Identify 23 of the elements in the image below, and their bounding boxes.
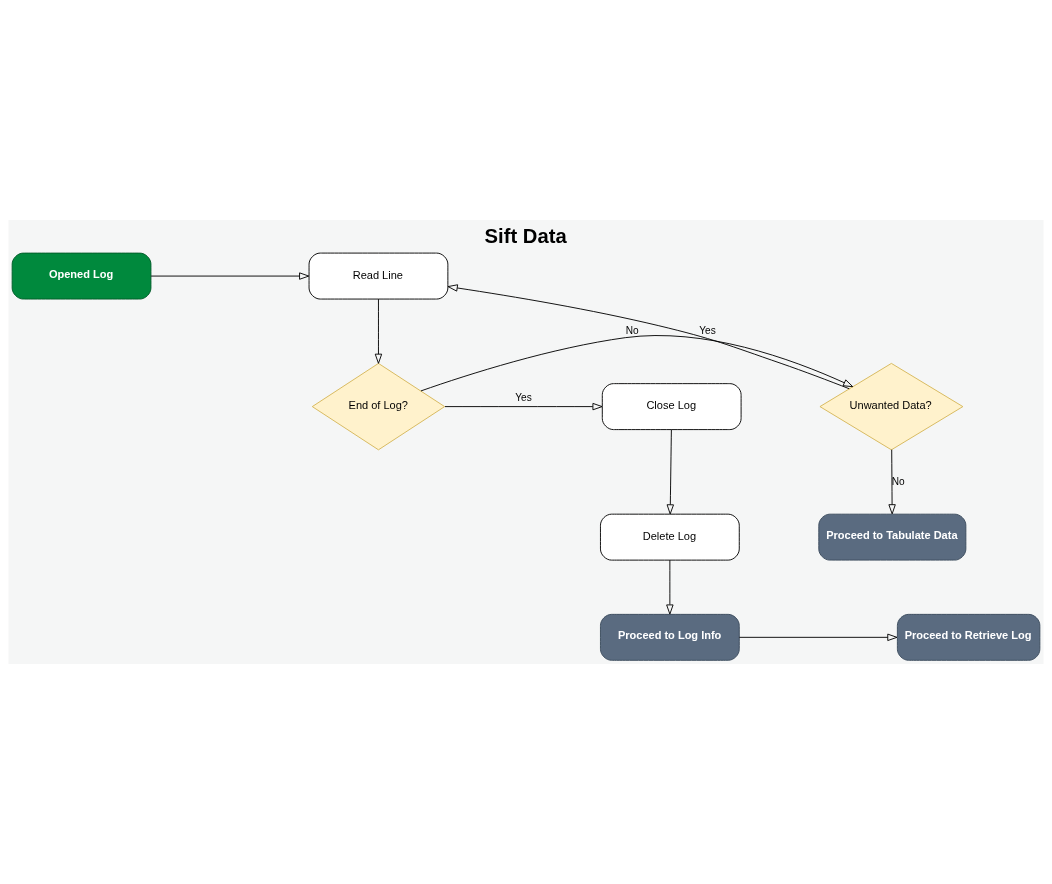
node-diamond: Unwanted Data? — [819, 362, 964, 451]
arrow — [150, 272, 310, 280]
arrow — [420, 335, 854, 392]
node-diamond: End of Log? — [311, 362, 446, 451]
edge-label: Yes — [699, 324, 716, 336]
arrow — [447, 284, 850, 390]
node-box: Opened Log — [11, 252, 152, 300]
node-box: Delete Log — [600, 513, 740, 561]
edge-label: No — [891, 475, 905, 487]
node-box: Proceed to Tabulate Data — [818, 513, 967, 561]
node-box: Proceed to Retrieve Log — [896, 613, 1041, 661]
edge-label: Yes — [515, 391, 532, 403]
node-box: Read Line — [308, 252, 449, 300]
node-box: Proceed to Log Info — [600, 613, 740, 661]
diagram-title: Sift Data — [484, 224, 567, 247]
node-box: Close Log — [601, 383, 742, 431]
arrow — [666, 559, 674, 615]
arrow — [738, 633, 898, 641]
edge-label: No — [625, 324, 639, 336]
arrow — [888, 449, 896, 515]
arrow — [374, 298, 383, 364]
arrow — [666, 429, 674, 515]
arrow — [444, 402, 603, 411]
